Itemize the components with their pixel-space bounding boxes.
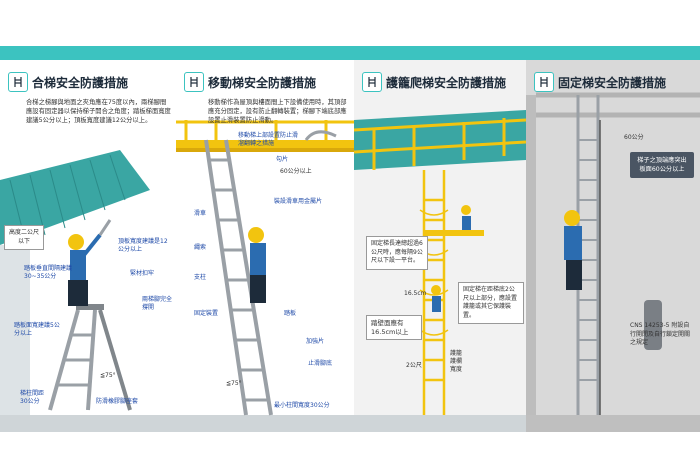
fastener-label: 緊材扣牢 bbox=[130, 270, 155, 277]
ladder-icon bbox=[534, 72, 554, 92]
ladder-icon bbox=[184, 72, 204, 92]
panel-1-title: 合梯安全防護措施 bbox=[8, 72, 128, 92]
angle-label: ≦75° bbox=[100, 372, 116, 379]
top-extension-note: 梯子之頂端應突出板面60公分以上 bbox=[630, 152, 694, 178]
panel-cage-ladder: 護籠爬梯安全防護措施 固定梯長達總超過6公尺時，應每隔9公尺以下設一平台。 16… bbox=[354, 60, 526, 432]
min-width-label: 最小柱間寬度30公分 bbox=[274, 402, 330, 409]
two-meter-label: 2公尺 bbox=[406, 362, 422, 369]
wall-clearance-note: 踏壁面應有16.5cm以上 bbox=[366, 315, 422, 340]
anti-slip-foot-label: 止滑腳底 bbox=[308, 360, 333, 367]
panel-3-title: 護籠爬梯安全防護措施 bbox=[362, 72, 506, 92]
folding-ladder-illustration bbox=[0, 150, 176, 432]
panel-folding-ladder: 合梯安全防護措施 合梯之梯腳與地面之夾角應在75度以內，兩梯腳間應設有固定器以保… bbox=[0, 60, 176, 432]
hook-label: 勾片 bbox=[276, 156, 289, 163]
panel-1-title-text: 合梯安全防護措施 bbox=[32, 75, 129, 90]
step-label: 踏板 bbox=[284, 310, 297, 317]
angle-label: ≦75° bbox=[226, 380, 242, 387]
panel-4-title-text: 固定梯安全防護措施 bbox=[558, 75, 667, 90]
page-bottom bbox=[0, 432, 700, 467]
step-spacing-label: 踏板垂直間隔建議30~35公分 bbox=[24, 265, 73, 280]
extension-ladder-illustration bbox=[176, 120, 354, 432]
panel-fixed-ladder: 固定梯安全防護措施 60公分 梯子之頂端應突出板面60公分以上 CNS 1425… bbox=[526, 60, 700, 432]
anti-slip-top-label: 移動梯上部設置防止滑溜翻轉之措施 bbox=[238, 132, 299, 147]
panel-2-title: 移動梯安全防護措施 bbox=[184, 72, 316, 92]
ladder-icon bbox=[362, 72, 382, 92]
cns-standard-note: CNS 14253-5 附設自行開閉及自行鎖定開關之規定 bbox=[630, 322, 691, 346]
panel-extension-ladder: 移動梯安全防護措施 移動梯作為屋頂與樓面間上下設備使用時，其頂部應充分固定，設有… bbox=[176, 60, 354, 432]
panel-2-description: 移動梯作為屋頂與樓面間上下設備使用時，其頂部應充分固定，設有防止翻轉裝置；梯腳下… bbox=[208, 99, 347, 124]
pulley-label: 滑車 bbox=[194, 210, 207, 217]
legs-open-label: 兩梯腳完全撐開 bbox=[142, 296, 173, 311]
step-width-label: 踏板面寬建議5公分以上 bbox=[14, 322, 60, 337]
fixing-device-label: 固定裝置 bbox=[194, 310, 219, 317]
rail-spacing-label: 梯柱間距30公分 bbox=[20, 390, 45, 405]
post-label: 支柱 bbox=[194, 274, 207, 281]
reinforcement-label: 加強片 bbox=[306, 338, 325, 345]
panel-1-description: 合梯之梯腳與地面之夾角應在75度以內，兩梯腳間應設有固定器以保持梯子開合之角度；… bbox=[26, 99, 171, 124]
top-accent-band bbox=[0, 46, 700, 60]
top-board-label: 頂板寬度建議是12公分以上 bbox=[118, 238, 168, 253]
cage-requirement-note: 固定梯在距梯底2公尺以上部分，應設置護籠或其它保護裝置。 bbox=[458, 282, 524, 324]
fixed-ladder-illustration bbox=[526, 60, 700, 432]
dimension-label: 16.5cm bbox=[404, 290, 427, 297]
panel-3-title-text: 護籠爬梯安全防護措施 bbox=[386, 75, 507, 90]
panel-2-title-text: 移動梯安全防護措施 bbox=[208, 75, 317, 90]
sixty-cm-label: 60公分 bbox=[624, 134, 644, 141]
platform-note: 固定梯長達總超過6公尺時，應每隔9公尺以下設一平台。 bbox=[366, 236, 428, 270]
panel-4-title: 固定梯安全防護措施 bbox=[534, 72, 666, 92]
height-label: 高度二公尺以下 bbox=[4, 225, 44, 250]
ladder-icon bbox=[8, 72, 28, 92]
sixty-cm-label: 60公分以上 bbox=[280, 168, 312, 175]
cage-width-label: 護籠 護欄寬度 bbox=[450, 350, 463, 373]
rope-label: 繩索 bbox=[194, 244, 207, 251]
cage-ladder-illustration bbox=[354, 110, 526, 432]
pulley-plate-label: 裝設滑車用金屬片 bbox=[274, 198, 323, 205]
rubber-feet-label: 防滑橡膠腳座套 bbox=[96, 398, 139, 405]
